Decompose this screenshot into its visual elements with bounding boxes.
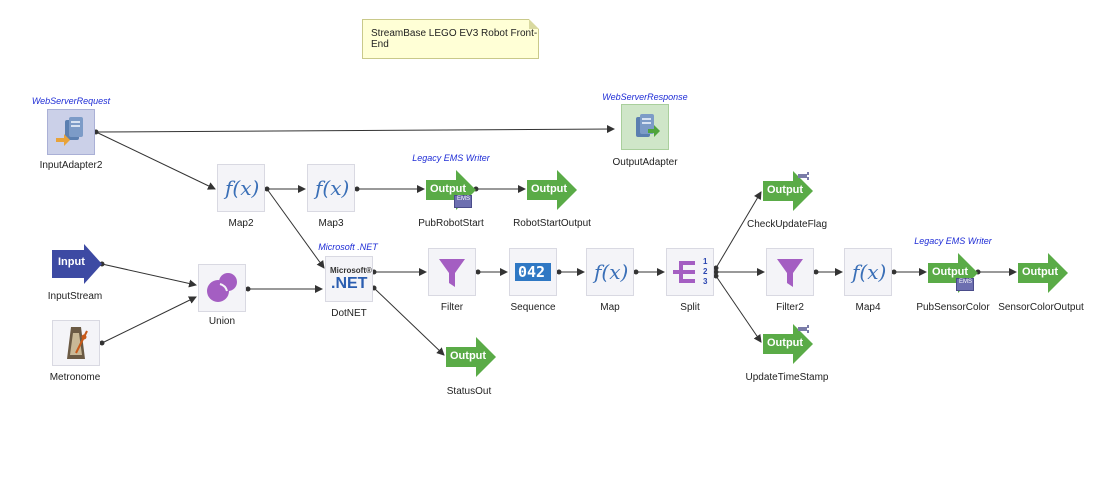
- connector-plug-icon: [798, 325, 809, 333]
- node-label: Map3: [318, 218, 344, 229]
- node-label: PubRobotStart: [418, 218, 484, 229]
- port-dot: [633, 269, 639, 275]
- split-port-3: 3: [703, 277, 708, 286]
- output-text: Output: [430, 183, 467, 195]
- port-dot: [891, 269, 897, 275]
- ems-badge-text: EMS: [457, 196, 471, 202]
- output-text: Output: [767, 337, 804, 349]
- union-icon: [198, 264, 246, 312]
- function-icon: f(x): [844, 248, 892, 296]
- node-label: Map: [600, 302, 620, 313]
- port-dot: [354, 186, 360, 192]
- node-annotation: WebServerRequest: [31, 96, 111, 106]
- output-arrow-icon: [763, 171, 813, 211]
- node-label: Map2: [228, 218, 254, 229]
- split-icon: 1 2 3: [666, 248, 714, 296]
- port-dots: [93, 129, 981, 346]
- output-arrow-icon: [527, 170, 577, 210]
- funnel-icon: [766, 248, 814, 296]
- node-label: Sequence: [510, 302, 556, 313]
- note-text: StreamBase LEGO EV3 Robot Front-End: [371, 28, 538, 50]
- function-symbol: f(x): [594, 260, 629, 284]
- function-symbol: f(x): [225, 176, 260, 200]
- output-text: Output: [531, 183, 568, 195]
- node-label: UpdateTimeStamp: [745, 372, 829, 383]
- arc-inputadapter2-map2[interactable]: [95, 131, 216, 190]
- sequence-icon: 042: [509, 248, 557, 296]
- node-annotation: WebServerResponse: [602, 92, 688, 102]
- input-text: Input: [58, 256, 85, 268]
- port-dot: [713, 273, 719, 279]
- output-arrow-icon: [1018, 253, 1068, 293]
- node-label: StatusOut: [446, 386, 492, 397]
- dotnet-logo-icon: Microsoft® .NET: [325, 256, 373, 302]
- port-dot: [245, 286, 251, 292]
- node-label: DotNET: [331, 308, 367, 319]
- function-symbol: f(x): [852, 260, 887, 284]
- server-outbound-icon: [621, 104, 669, 150]
- function-symbol: f(x): [315, 176, 350, 200]
- port-dot: [99, 340, 105, 346]
- node-label: SensorColorOutput: [998, 302, 1084, 313]
- sequence-counter: 042: [515, 263, 551, 281]
- node-label: InputStream: [47, 291, 103, 302]
- node-label: Map4: [855, 302, 881, 313]
- node-annotation: Legacy EMS Writer: [412, 153, 490, 163]
- output-arrow-icon: [763, 324, 813, 364]
- metronome-icon: [52, 320, 100, 366]
- node-label: OutputAdapter: [612, 157, 678, 168]
- node-annotation: Microsoft .NET: [318, 242, 378, 252]
- connector-plug-icon: [798, 172, 809, 180]
- port-dot: [475, 269, 481, 275]
- port-dot: [264, 186, 270, 192]
- output-text: Output: [767, 184, 804, 196]
- node-label: Filter: [440, 302, 464, 313]
- ems-badge-icon: EMS: [454, 195, 472, 208]
- port-dot: [713, 269, 719, 275]
- split-port-1: 1: [703, 257, 708, 266]
- output-arrow-icon: [446, 337, 496, 377]
- dotnet-brand-big: .NET: [331, 275, 368, 292]
- node-label: Union: [208, 316, 236, 327]
- note-fold-icon: [529, 19, 539, 29]
- arc-inputstream-union[interactable]: [101, 263, 197, 288]
- arc-metronome-union[interactable]: [101, 296, 197, 344]
- output-text: Output: [932, 266, 969, 278]
- node-label: Filter2: [776, 302, 804, 313]
- ems-badge-text: EMS: [959, 279, 973, 285]
- port-dot: [813, 269, 819, 275]
- port-dot: [713, 265, 719, 271]
- output-text: Output: [450, 350, 487, 362]
- arc-split-checkupdateflag[interactable]: [715, 191, 762, 269]
- node-label: Metronome: [49, 372, 101, 383]
- output-text: Output: [1022, 266, 1059, 278]
- sequence-digits: 042: [518, 263, 546, 281]
- server-inbound-icon: [47, 109, 95, 155]
- arc-inputadapter2-outputadapter[interactable]: [95, 125, 615, 134]
- port-dot: [556, 269, 562, 275]
- function-icon: f(x): [217, 164, 265, 212]
- input-arrow-icon: [52, 244, 102, 284]
- node-label: InputAdapter2: [39, 160, 103, 171]
- node-label: RobotStartOutput: [513, 218, 591, 229]
- dotnet-brand-small: Microsoft®: [330, 266, 372, 275]
- diagram-note[interactable]: StreamBase LEGO EV3 Robot Front-End: [362, 19, 539, 59]
- function-icon: f(x): [307, 164, 355, 212]
- connector-lines: [95, 125, 1017, 356]
- arc-dotnet-statusout[interactable]: [373, 287, 445, 356]
- ems-badge-icon: EMS: [956, 278, 974, 291]
- split-port-2: 2: [703, 267, 708, 276]
- funnel-icon: [428, 248, 476, 296]
- node-label: CheckUpdateFlag: [746, 219, 828, 230]
- function-icon: f(x): [586, 248, 634, 296]
- node-label: PubSensorColor: [916, 302, 990, 313]
- arc-split-updatetimestamp[interactable]: [715, 275, 762, 343]
- arc-map2-dotnet[interactable]: [266, 188, 325, 269]
- node-label: Split: [680, 302, 700, 313]
- node-annotation: Legacy EMS Writer: [914, 236, 992, 246]
